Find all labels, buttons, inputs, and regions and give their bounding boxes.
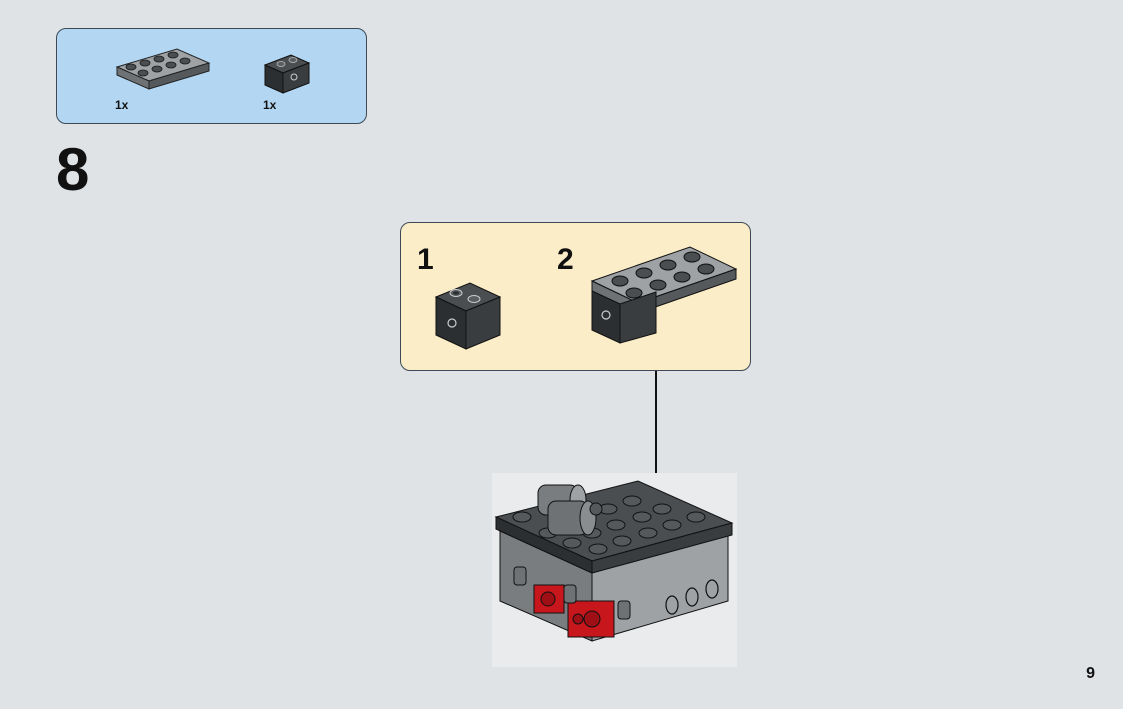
plate-2x4-part-image [115, 48, 211, 90]
parts-list-box: 1x 1x [56, 28, 367, 124]
sub-assembly-box: 1 2 [400, 222, 751, 371]
sub-step-label-2: 2 [557, 243, 574, 276]
part-quantity: 1x [115, 98, 129, 112]
sub-step-label-1: 1 [417, 243, 434, 276]
page-number: 9 [1086, 665, 1095, 682]
sub-step-2-assembly-image [590, 246, 738, 344]
main-model-image [492, 473, 737, 667]
technic-brick-part-image [263, 54, 311, 94]
sub-step-1-brick-image [434, 282, 502, 350]
step-number: 8 [56, 136, 90, 203]
part-quantity: 1x [263, 98, 277, 112]
